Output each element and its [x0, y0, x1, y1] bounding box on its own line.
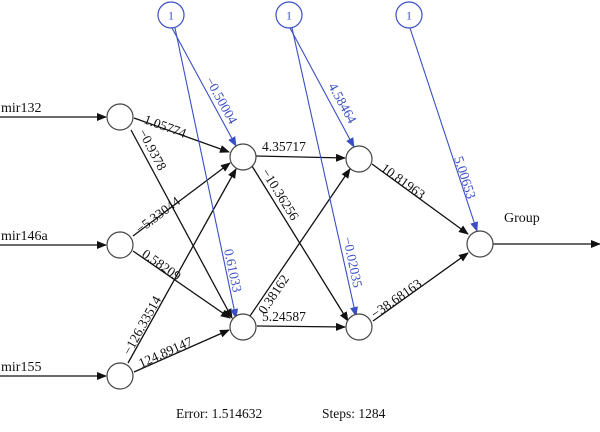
hidden1-node-b — [229, 313, 257, 341]
steps-readout: Steps: 1284 — [322, 406, 386, 421]
edge-h1b-h2b — [256, 322, 346, 331]
edge-i3-h1a — [127, 168, 237, 364]
input-node-mir155 — [106, 362, 134, 390]
input-node-mir132 — [106, 103, 134, 131]
input-label-mir155: mir155 — [1, 360, 41, 375]
hidden2-node-b — [345, 313, 373, 341]
edge-b2-h2a — [289, 27, 355, 148]
bias-node-2-label: 1 — [286, 9, 292, 23]
weight-h1a-h2a: 4.35717 — [262, 139, 306, 154]
edge-h2a-out — [371, 163, 469, 235]
edge-i3-h1b — [133, 329, 230, 373]
bias-node-2: 1 — [275, 1, 303, 29]
hidden2-node-a — [345, 145, 373, 173]
edge-h1a-h2a — [255, 153, 346, 162]
edge-i1-h1b — [130, 129, 233, 319]
error-readout: Error: 1.514632 — [176, 406, 263, 421]
weight-h1b-h2b: 5.24587 — [262, 309, 306, 324]
edge-i2-h1b — [132, 250, 231, 319]
hidden1-node-a — [229, 143, 257, 171]
edge-b1-h1a — [171, 27, 237, 147]
edge-b3-out — [409, 27, 478, 232]
weight-i2-h1a: −5.33044 — [133, 193, 183, 236]
edge-i1-h1a — [133, 117, 230, 153]
weight-h2b-out: −38.68163 — [368, 276, 425, 322]
output-label: Group — [504, 211, 540, 226]
edge-i2-h1a — [132, 162, 231, 237]
input-node-mir146a — [106, 231, 134, 259]
bias-node-1: 1 — [157, 1, 185, 29]
weight-h1a-h2b: −10.36256 — [258, 166, 302, 224]
input-label-mir146a: mir146a — [1, 229, 48, 244]
bias-node-3: 1 — [395, 1, 423, 29]
input-label-mir132: mir132 — [1, 101, 41, 116]
weight-i3-h1b: 124.89147 — [136, 334, 195, 371]
output-node — [466, 230, 494, 258]
weight-h2a-out: 10.81963 — [378, 160, 428, 202]
edge-h2b-out — [372, 252, 469, 322]
edge-b1-h1b — [174, 27, 239, 319]
bias-node-1-label: 1 — [168, 9, 174, 23]
weight-b1-h1b: 0.61033 — [221, 248, 245, 294]
weight-i2-h1b: 0.58209 — [139, 246, 184, 284]
edge-b2-h2b — [291, 27, 358, 317]
edge-h1b-h2a — [249, 168, 351, 317]
bias-node-3-label: 1 — [406, 9, 412, 23]
weight-b3-out: 5.00653 — [451, 154, 479, 201]
